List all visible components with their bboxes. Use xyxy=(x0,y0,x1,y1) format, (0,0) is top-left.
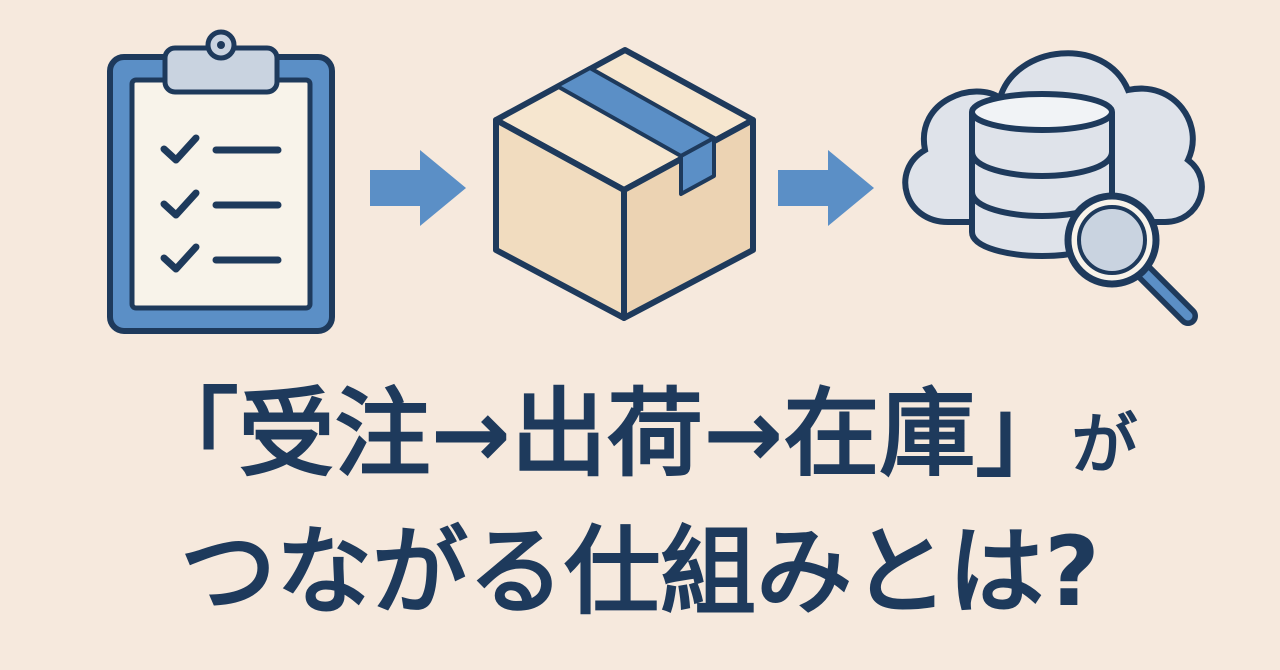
headline-line-1: 「受注→出荷→在庫」が xyxy=(0,374,1280,505)
headline-particle: が xyxy=(1071,406,1138,483)
clipboard-checklist-icon xyxy=(107,29,335,334)
cardboard-box-icon xyxy=(493,47,756,321)
arrow-right-icon xyxy=(778,150,874,226)
headline-line-2: つながる仕組みとは? xyxy=(180,516,1100,628)
arrow-right-icon xyxy=(370,150,466,226)
process-illustration xyxy=(107,29,1205,334)
cloud-database-search-icon xyxy=(902,50,1205,326)
headline-process-text: 「受注→出荷→在庫」 xyxy=(142,378,1072,490)
